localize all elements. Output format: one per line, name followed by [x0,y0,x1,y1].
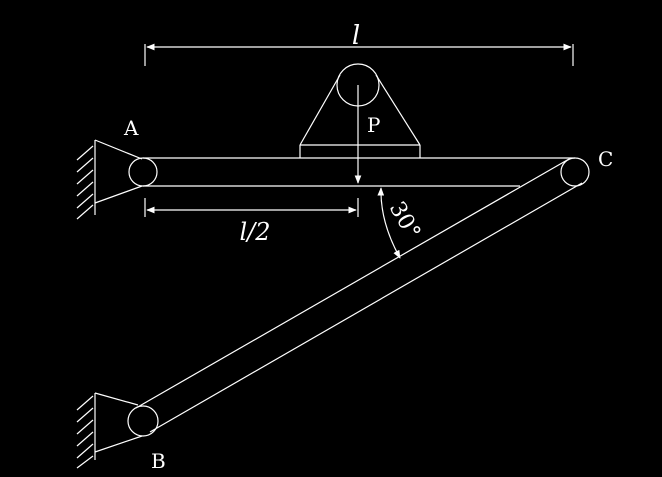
span-length-label: l [352,21,360,51]
half-span-label: l/2 [239,218,270,246]
pin-a [128,157,158,187]
point-b-label: B [151,449,166,473]
dimension-span [144,43,574,66]
angle-arc [377,187,401,259]
load-label: P [367,113,380,137]
dimension-half-span [144,198,359,217]
pin-c [560,157,590,187]
pin-b [127,405,159,437]
point-c-label: C [598,147,613,171]
beam-ac [143,157,575,187]
strut-bc [135,158,583,433]
wall-support-a [76,139,143,220]
load-block [299,74,421,158]
wall-support-b [76,392,143,469]
point-a-label: A [123,116,139,140]
